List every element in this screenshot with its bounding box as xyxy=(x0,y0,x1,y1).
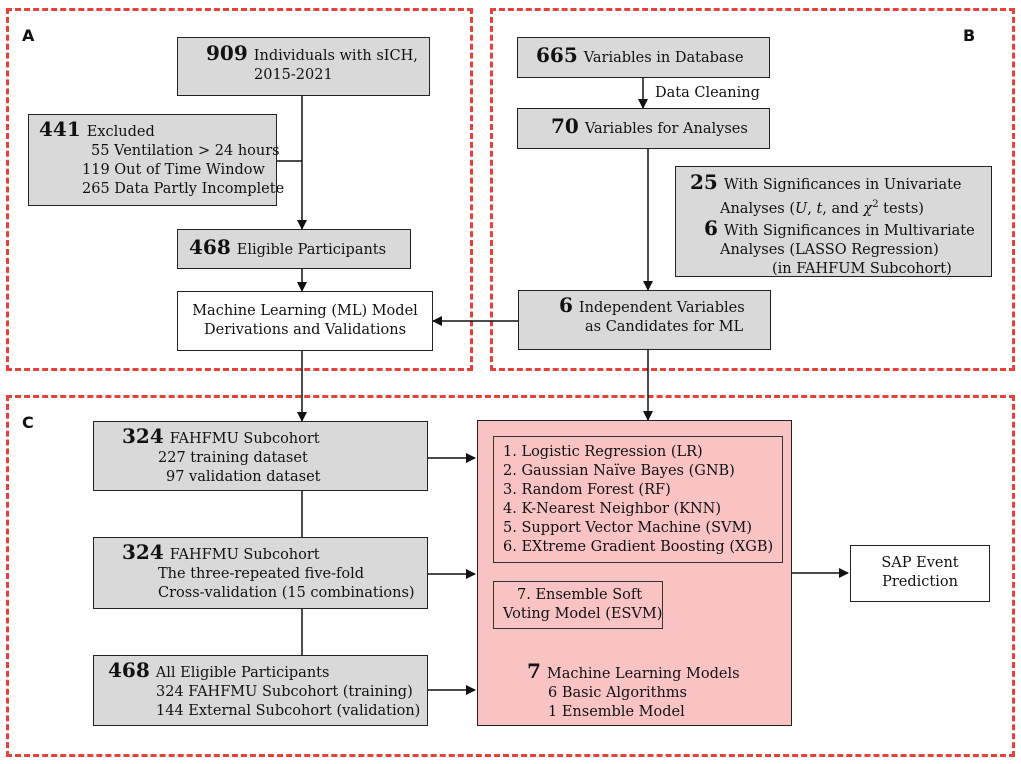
independent-box: 6 Independent Variables as Candidates for… xyxy=(518,290,771,350)
cohort-2-count: 324 xyxy=(122,540,164,564)
excluded-item-3: 265 Data Partly Incomplete xyxy=(82,181,285,197)
models-count: 7 xyxy=(527,659,541,683)
panel-c xyxy=(6,395,1015,757)
excluded-item-2: 119 Out of Time Window xyxy=(82,162,265,178)
cohort-3-box: 468 All Eligible Participants 324 FAHFMU … xyxy=(93,655,428,726)
independent-label: Independent Variables xyxy=(578,300,745,316)
models-basic: 6 Basic Algorithms xyxy=(548,685,687,701)
algorithm-svm: 5. Support Vector Machine (SVM) xyxy=(503,520,752,536)
cohort-1-count: 324 xyxy=(122,424,164,448)
multivariate-label: With Significances in Multivariate xyxy=(723,222,975,239)
multivariate-subcohort: (in FAHFUM Subcohort) xyxy=(772,260,952,277)
prediction-line-2: Prediction xyxy=(882,574,958,590)
models-title: Machine Learning Models xyxy=(546,666,740,682)
panel-b xyxy=(490,8,1015,371)
multivariate-count: 6 xyxy=(704,215,718,240)
cohort-2-item-2: Cross-validation (15 combinations) xyxy=(158,585,415,601)
cohort-2-box: 324 FAHFMU Subcohort The three-repeated f… xyxy=(93,537,428,609)
database-box: 665 Variables in Database xyxy=(517,37,770,78)
ml-derivation-box: Machine Learning (ML) Model Derivations … xyxy=(177,291,433,351)
cohort-1-item-2: 97 validation dataset xyxy=(166,469,321,485)
ml-derivation-line-1: Machine Learning (ML) Model xyxy=(192,303,418,319)
excluded-title: Excluded xyxy=(86,124,155,140)
univariate-label: With Significances in Univariate xyxy=(723,177,962,193)
cohort-3-item-1: 324 FAHFMU Subcohort (training) xyxy=(156,684,413,700)
algorithm-knn: 4. K-Nearest Neighbor (KNN) xyxy=(503,501,722,517)
analyses-box: 70 Variables for Analyses xyxy=(517,108,770,149)
ensemble-line-1: 7. Ensemble Soft xyxy=(517,587,643,603)
ensemble-box: 7. Ensemble Soft Voting Model (ESVM) xyxy=(493,581,663,629)
prediction-line-1: SAP Event xyxy=(881,555,959,571)
prediction-box: SAP Event Prediction xyxy=(850,545,990,602)
individuals-years: 2015-2021 xyxy=(254,67,333,83)
eligible-box: 468 Eligible Participants xyxy=(177,229,411,269)
algorithm-lr: 1. Logistic Regression (LR) xyxy=(503,444,703,460)
cohort-2-item-1: The three-repeated five-fold xyxy=(158,566,365,582)
algorithm-rf: 3. Random Forest (RF) xyxy=(503,482,671,498)
cohort-1-title: FAHFMU Subcohort xyxy=(169,431,320,447)
cohort-3-title: All Eligible Participants xyxy=(155,665,330,681)
ml-derivation-line-2: Derivations and Validations xyxy=(203,322,407,338)
algorithm-xgb: 6. EXtreme Gradient Boosting (XGB) xyxy=(503,539,774,555)
data-cleaning-label: Data Cleaning xyxy=(655,85,760,101)
models-ensemble: 1 Ensemble Model xyxy=(548,704,685,720)
algorithm-gnb: 2. Gaussian Naïve Bayes (GNB) xyxy=(503,463,735,479)
independent-candidates: as Candidates for ML xyxy=(585,319,744,335)
panel-a xyxy=(6,8,473,371)
univariate-count: 25 xyxy=(690,170,718,194)
independent-count: 6 xyxy=(559,293,573,317)
analyses-count: 70 xyxy=(551,114,579,138)
individuals-count: 909 xyxy=(206,41,248,65)
analyses-label: Variables for Analyses xyxy=(584,121,748,137)
individuals-label: Individuals with sICH, xyxy=(253,48,418,64)
cohort-3-count: 468 xyxy=(108,658,150,682)
significance-box: 25 With Significances in Univariate Analy… xyxy=(675,166,992,277)
ml-models-panel xyxy=(477,420,792,726)
eligible-label: Eligible Participants xyxy=(236,242,387,258)
panel-label-a: A xyxy=(22,26,35,45)
models-summary: 7 Machine Learning Models 6 Basic Algorit… xyxy=(527,659,740,722)
eligible-count: 468 xyxy=(189,235,231,259)
database-count: 665 xyxy=(536,43,578,67)
cohort-2-title: FAHFMU Subcohort xyxy=(169,547,320,563)
excluded-count: 441 xyxy=(39,117,81,141)
cohort-3-item-2: 144 External Subcohort (validation) xyxy=(156,703,421,719)
algorithms-box: 1. Logistic Regression (LR) 2. Gaussian … xyxy=(493,436,783,563)
ensemble-line-2: Voting Model (ESVM) xyxy=(503,606,663,622)
univariate-tests: Analyses (U, t, and χ2 tests) xyxy=(720,199,924,217)
excluded-item-1: 55 Ventilation > 24 hours xyxy=(91,143,280,159)
individuals-box: 909 Individuals with sICH, 2015-2021 xyxy=(177,37,430,96)
panel-label-b: B xyxy=(963,26,976,45)
cohort-1-box: 324 FAHFMU Subcohort 227 training dataset… xyxy=(93,421,428,491)
cohort-1-item-1: 227 training dataset xyxy=(158,450,308,466)
excluded-box: 441 Excluded 55 Ventilation > 24 hours 11… xyxy=(28,114,285,206)
multivariate-method: Analyses (LASSO Regression) xyxy=(720,241,939,258)
database-label: Variables in Database xyxy=(583,50,744,66)
panel-label-c: C xyxy=(22,413,34,432)
